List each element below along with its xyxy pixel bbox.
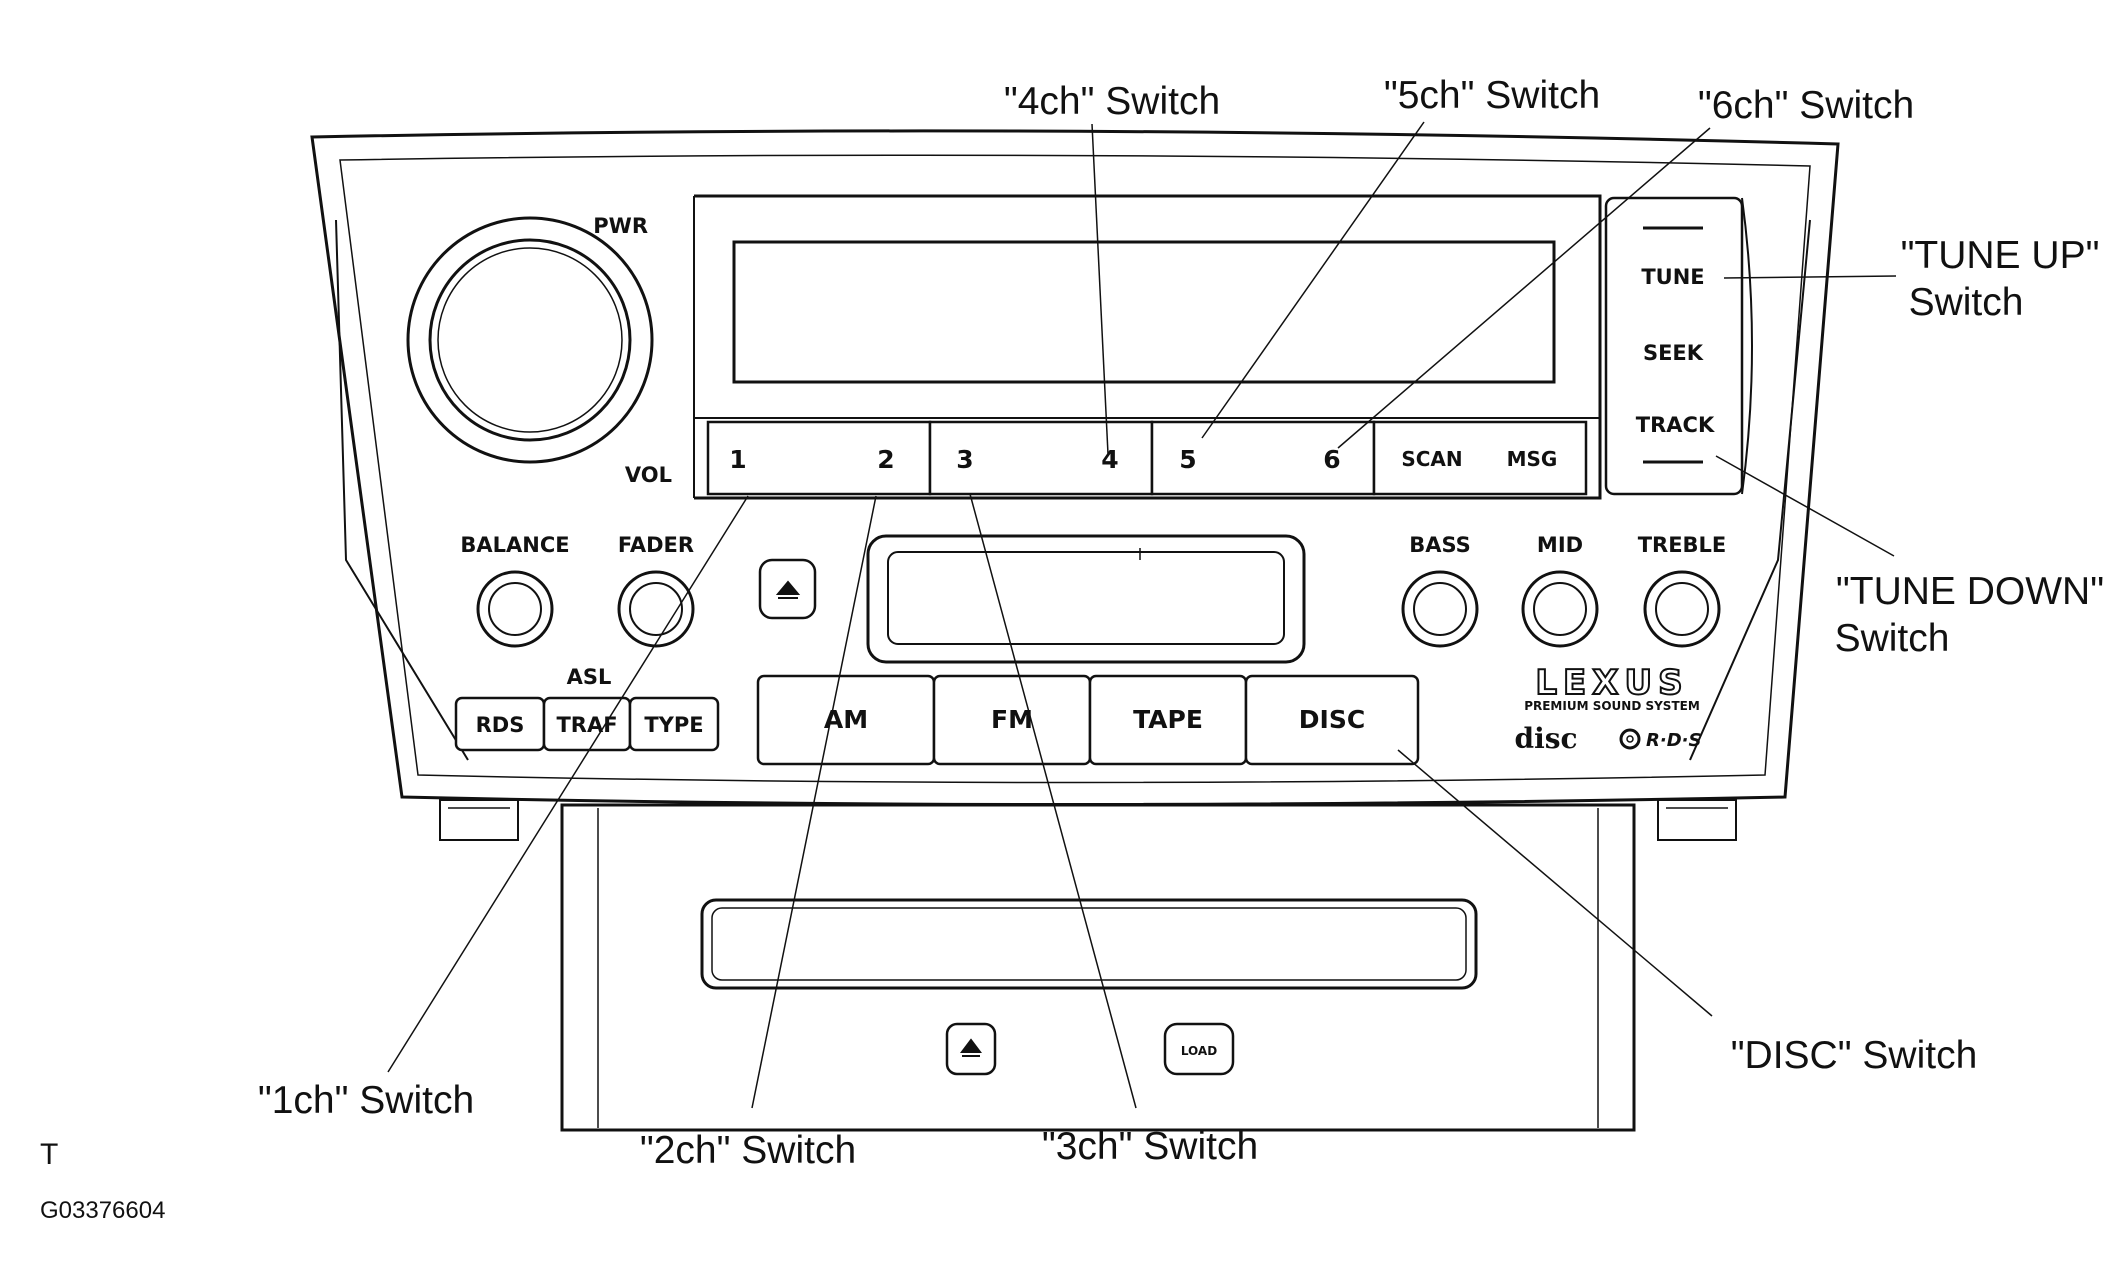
load-button[interactable]: LOAD xyxy=(1163,1022,1235,1076)
head-unit-bezel xyxy=(310,129,1840,806)
preset-3-label: 3 xyxy=(956,445,973,474)
preset-5-label: 5 xyxy=(1179,445,1196,474)
fm-button[interactable]: FM xyxy=(932,674,1092,766)
seek-label: SEEK xyxy=(1643,341,1704,365)
msg-label: MSG xyxy=(1507,447,1558,471)
cd-changer-unit xyxy=(560,803,1636,1132)
treble-label: TREBLE xyxy=(1638,533,1727,557)
right-bracket xyxy=(1657,799,1737,841)
callout-tune-up-switch: "TUNE UP" xyxy=(1901,234,2100,277)
left-bracket xyxy=(439,799,519,841)
figure-code: G03376604 xyxy=(40,1197,165,1224)
callout-disc-switch: "DISC" Switch xyxy=(1731,1034,1978,1077)
display-screen xyxy=(732,240,1556,384)
disc-button[interactable]: DISC xyxy=(1244,674,1420,766)
cd-slot xyxy=(700,898,1478,990)
disc-logo: disc xyxy=(1514,722,1577,755)
cd-eject-button[interactable] xyxy=(945,1022,997,1076)
fm-label: FM xyxy=(991,705,1033,734)
volume-knob[interactable] xyxy=(406,216,654,464)
rds-button[interactable]: RDS xyxy=(454,696,546,752)
callout-4ch-switch: "4ch" Switch xyxy=(1004,80,1220,123)
preset-1-2-button[interactable]: 1 2 xyxy=(706,420,932,496)
bass-knob[interactable] xyxy=(1401,570,1479,648)
traf-label: TRAF xyxy=(556,713,617,737)
eject-icon xyxy=(775,580,801,599)
traf-button[interactable]: TRAF xyxy=(542,696,632,752)
preset-2-label: 2 xyxy=(877,445,894,474)
callout-3ch-switch: "3ch" Switch xyxy=(1042,1125,1258,1168)
fader-label: FADER xyxy=(618,533,694,557)
callout-6ch-switch: "6ch" Switch xyxy=(1698,84,1914,127)
preset-5-6-button[interactable]: 5 6 xyxy=(1150,420,1376,496)
leader-lines xyxy=(387,121,1897,1109)
preset-6-label: 6 xyxy=(1323,445,1340,474)
balance-knob[interactable] xyxy=(476,570,554,648)
mid-knob[interactable] xyxy=(1521,570,1599,648)
type-button[interactable]: TYPE xyxy=(628,696,720,752)
disc-label: DISC xyxy=(1299,705,1365,734)
balance-label: BALANCE xyxy=(460,533,569,557)
mid-label: MID xyxy=(1537,533,1583,557)
lexus-logo: LEXUS PREMIUM SOUND SYSTEM xyxy=(1524,662,1700,713)
preset-1-label: 1 xyxy=(729,445,746,474)
callout-1ch-switch: "1ch" Switch xyxy=(258,1079,474,1122)
am-button[interactable]: AM xyxy=(756,674,936,766)
figure-marker: T xyxy=(40,1138,58,1171)
eject-icon xyxy=(960,1038,982,1057)
tape-eject-button[interactable] xyxy=(758,558,817,620)
treble-knob[interactable] xyxy=(1643,570,1721,648)
tune-label: TUNE xyxy=(1641,265,1704,289)
load-label: LOAD xyxy=(1181,1044,1217,1058)
tune-seek-track-button[interactable]: TUNE SEEK TRACK xyxy=(1604,196,1744,496)
cassette-door xyxy=(866,534,1306,664)
track-label: TRACK xyxy=(1636,413,1715,437)
callout-5ch-switch: "5ch" Switch xyxy=(1384,74,1600,117)
fader-knob[interactable] xyxy=(617,570,695,648)
rds-logo: R·D·S xyxy=(1619,728,1701,751)
tape-label: TAPE xyxy=(1133,705,1203,734)
tape-button[interactable]: TAPE xyxy=(1088,674,1248,766)
rds-logo-icon xyxy=(1619,728,1641,750)
asl-label: ASL xyxy=(567,665,612,689)
scan-msg-button[interactable]: SCAN MSG xyxy=(1372,420,1588,496)
display-frame xyxy=(693,194,1602,500)
preset-3-4-button[interactable]: 3 4 xyxy=(928,420,1154,496)
callout-tune-down-switch: "TUNE DOWN" xyxy=(1836,570,2104,613)
rds-label: RDS xyxy=(476,713,525,737)
callout-tune-down-switch-line2: Switch xyxy=(1835,617,1950,660)
type-label: TYPE xyxy=(644,713,703,737)
bass-label: BASS xyxy=(1409,533,1471,557)
brand-subtitle: PREMIUM SOUND SYSTEM xyxy=(1524,699,1700,713)
brand-label: LEXUS xyxy=(1535,663,1688,703)
vol-label: VOL xyxy=(625,463,672,487)
callout-tune-up-switch-line2: Switch xyxy=(1909,281,2024,324)
callout-2ch-switch: "2ch" Switch xyxy=(640,1129,856,1172)
preset-4-label: 4 xyxy=(1101,445,1118,474)
scan-label: SCAN xyxy=(1401,447,1462,471)
rds-logo-label: R·D·S xyxy=(1646,730,1701,751)
pwr-label: PWR xyxy=(593,214,648,238)
